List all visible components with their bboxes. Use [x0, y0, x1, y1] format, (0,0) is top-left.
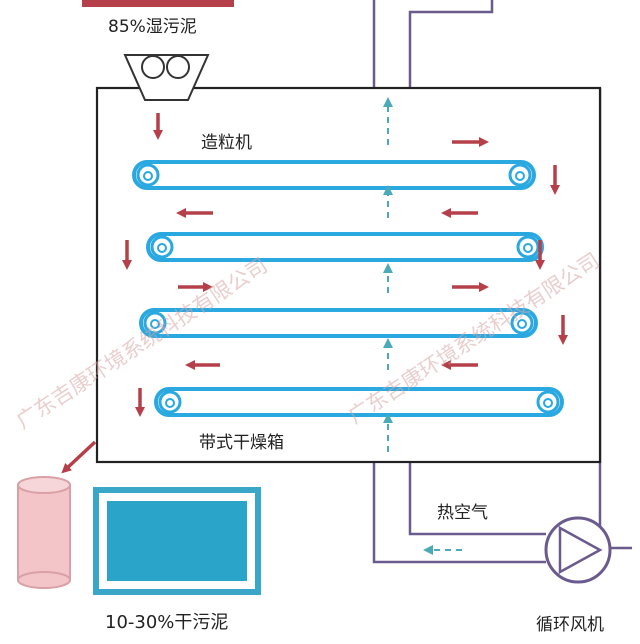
conveyor-belt — [139, 308, 538, 338]
belt-roller-icon — [143, 311, 167, 335]
belt-roller-icon — [516, 235, 540, 259]
dry-sludge-label: 10-30%干污泥 — [105, 612, 229, 633]
fan-inlet-pipe — [408, 462, 546, 536]
fan-outlet-pipe — [598, 88, 632, 550]
hot-air-label: 热空气 — [437, 503, 488, 523]
conveyor-belts — [132, 160, 564, 417]
dryer-box-label: 带式干燥箱 — [199, 433, 284, 453]
belt-roller-icon — [508, 163, 532, 187]
conveyor-belt — [132, 160, 536, 190]
wet-sludge-feed-bar — [82, 0, 234, 7]
return-pipe — [408, 0, 494, 88]
belt-roller-icon — [158, 390, 182, 414]
wet-sludge-label: 85%湿污泥 — [108, 17, 197, 37]
dry-sludge-product-box — [93, 487, 261, 595]
belt-roller-icon — [150, 235, 174, 259]
conveyor-belt — [146, 232, 544, 262]
granulator-hopper — [123, 54, 210, 101]
hot-air-inlet-pipe — [372, 462, 546, 564]
circulation-fan-label: 循环风机 — [536, 615, 604, 635]
belt-roller-icon — [136, 163, 160, 187]
granulator-label: 造粒机 — [201, 133, 252, 153]
circulation-fan — [544, 516, 612, 584]
flow-arrow — [61, 440, 97, 474]
belt-roller-icon — [510, 311, 534, 335]
dry-sludge-silo — [17, 476, 71, 589]
material-flow-arrows — [61, 113, 568, 474]
conveyor-belt — [154, 387, 564, 417]
belt-roller-icon — [536, 390, 560, 414]
